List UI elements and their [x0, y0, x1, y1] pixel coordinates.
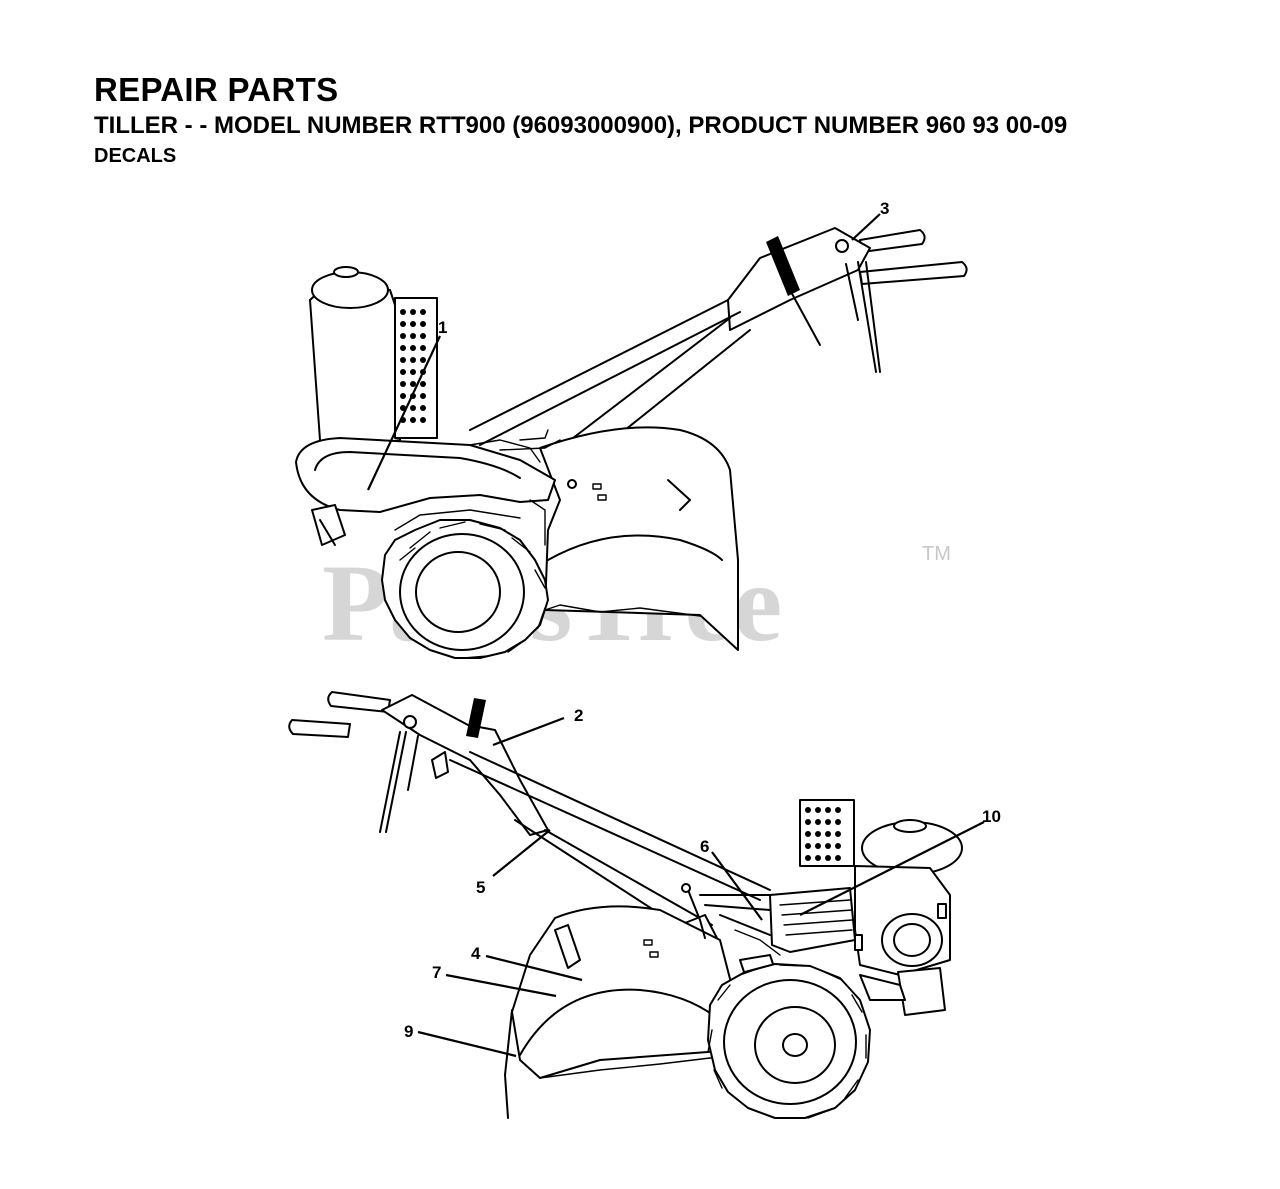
- leader-1: [367, 335, 441, 491]
- wheel-top: [381, 519, 549, 659]
- leader-10: [799, 821, 985, 916]
- engine-top: [309, 283, 401, 451]
- callout-2: 2: [574, 706, 583, 725]
- page-subtitle: TILLER - - MODEL NUMBER RTT900 (96093000…: [94, 112, 1068, 139]
- leader-2: [492, 716, 565, 747]
- handle-housing-top: [727, 227, 871, 331]
- page-title: REPAIR PARTS: [94, 71, 339, 108]
- callout-10: 10: [982, 807, 1001, 826]
- handlebar-grips-top: [859, 229, 968, 285]
- section-label: DECALS: [94, 145, 177, 167]
- leader-7: [445, 973, 557, 998]
- callout-1: 1: [438, 318, 447, 337]
- leader-3: [851, 213, 881, 241]
- belt-cover-top: [295, 437, 556, 513]
- callout-4: 4: [471, 944, 481, 963]
- callout-5: 5: [476, 878, 485, 897]
- callout-9: 9: [404, 1022, 413, 1041]
- page-header: REPAIR PARTS TILLER - - MODEL NUMBER RTT…: [94, 70, 1067, 170]
- handlebar-grips-bottom: [288, 691, 391, 738]
- belt-cover-bottom: [769, 887, 856, 953]
- leader-5: [492, 829, 551, 877]
- callout-3: 3: [880, 199, 889, 218]
- leader-9: [417, 1030, 517, 1058]
- lever-shaft-top: [789, 289, 821, 346]
- tiller-view-top: [295, 227, 968, 659]
- watermark-trademark: TM: [922, 543, 951, 565]
- tine-shield-top: [539, 426, 739, 651]
- callout-numbers: 1 3 2 5 6 10 4 7 9: [404, 199, 1001, 1041]
- leader-4: [485, 954, 583, 982]
- callout-7: 7: [432, 963, 441, 982]
- handle-housing-bottom: [381, 694, 549, 836]
- callout-leaders: [367, 213, 985, 1058]
- leader-6: [711, 851, 763, 921]
- wheel-bottom: [707, 963, 871, 1119]
- tiller-view-bottom: [288, 691, 963, 1119]
- callout-6: 6: [700, 837, 709, 856]
- control-lever-black-bottom: [466, 698, 486, 738]
- control-lever-black-top: [766, 236, 800, 296]
